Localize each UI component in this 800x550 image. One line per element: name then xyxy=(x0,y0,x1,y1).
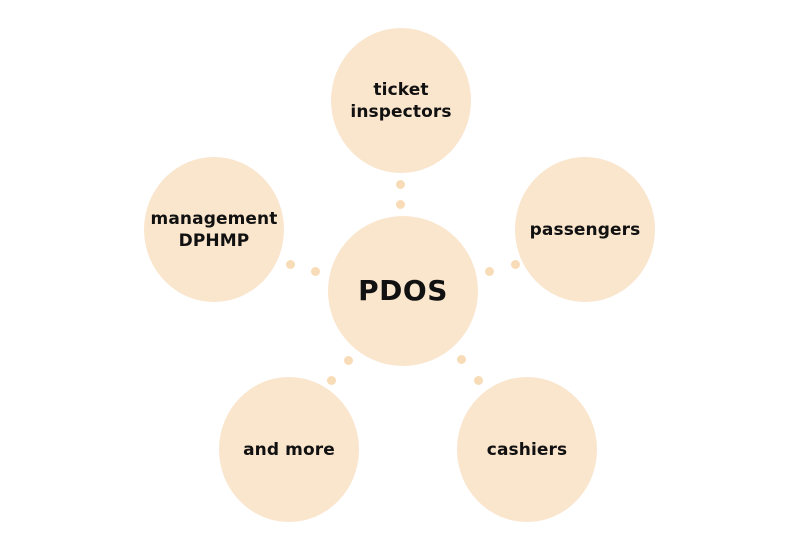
node-label: ticket inspectors xyxy=(350,79,451,123)
node-label: cashiers xyxy=(487,439,567,461)
node-label-line: DPHMP xyxy=(178,230,250,251)
node-label: passengers xyxy=(530,219,641,241)
connector-dot-cashiers xyxy=(474,376,483,385)
node-label-line: passengers xyxy=(529,219,641,240)
node-cashiers: cashiers xyxy=(457,377,597,522)
node-label: and more xyxy=(243,439,335,461)
connector-dot-management-dphmp xyxy=(311,267,320,276)
node-and-more: and more xyxy=(219,377,359,522)
center-node-pdos: PDOS xyxy=(328,216,478,366)
node-ticket-inspectors: ticket inspectors xyxy=(331,28,471,173)
node-label-line: management xyxy=(150,208,278,229)
node-management-dphmp: management DPHMP xyxy=(144,157,284,302)
node-label-line: ticket xyxy=(373,79,429,100)
connector-dot-and-more xyxy=(327,376,336,385)
node-label-line: and more xyxy=(243,439,335,460)
node-label-line: inspectors xyxy=(350,101,452,122)
connector-dot-ticket-inspectors xyxy=(396,200,405,209)
node-label-line: cashiers xyxy=(486,439,568,460)
connector-dot-passengers xyxy=(485,267,494,276)
center-label: PDOS xyxy=(358,274,448,307)
node-label: management DPHMP xyxy=(151,208,278,252)
node-passengers: passengers xyxy=(515,157,655,302)
connector-dot-passengers xyxy=(511,260,520,269)
connector-dot-cashiers xyxy=(457,355,466,364)
connector-dot-management-dphmp xyxy=(286,260,295,269)
connector-dot-and-more xyxy=(344,356,353,365)
connector-dot-ticket-inspectors xyxy=(396,180,405,189)
